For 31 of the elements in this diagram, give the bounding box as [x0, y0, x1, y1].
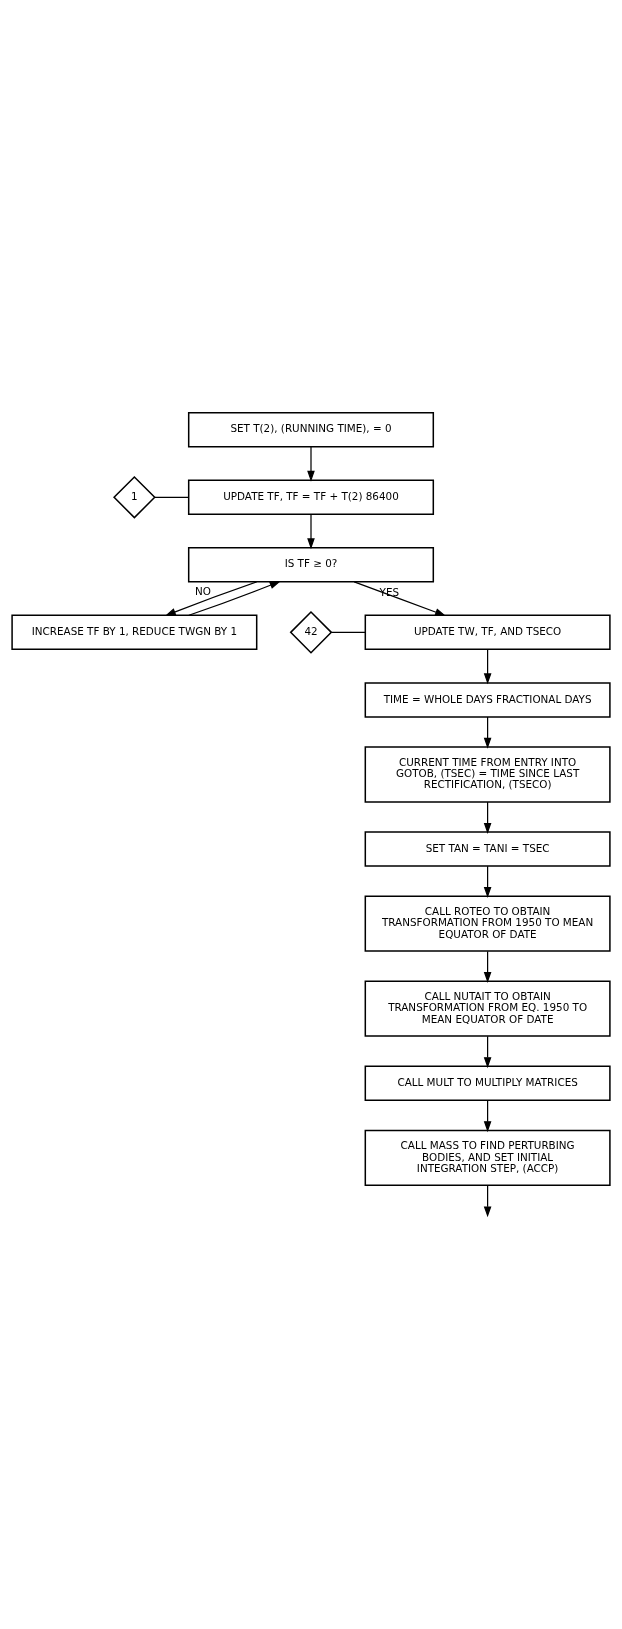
node-box: CALL NUTAIT TO OBTAIN TRANSFORMATION FROM EQ. 1950 TO MEAN EQUATOR OF DATE	[364, 980, 611, 1037]
arrow	[307, 513, 315, 550]
node-box: UPDATE TF, TF = TF + T(2) 86400	[187, 479, 435, 516]
arrow	[483, 1184, 492, 1218]
arrow	[483, 648, 492, 685]
edge-label: YES	[379, 585, 400, 598]
node-box: IS TF ≥ 0?	[187, 547, 435, 583]
node-diamond: 1	[113, 475, 156, 519]
node-box: CURRENT TIME FROM ENTRY INTO GOTOB, (TSEC) = TIME SINCE LAST RECTIFICATION, (TSECO)	[364, 746, 611, 803]
arrow	[188, 581, 281, 616]
node-box: CALL MASS TO FIND PERTURBING BODIES, AND SET INITIAL INTEGRATION STEP, (ACCP)	[364, 1129, 611, 1187]
node-box: INCREASE TF BY 1, REDUCE TWGN BY 1	[11, 614, 258, 651]
node-diamond: 42	[289, 611, 333, 654]
edge-label: NO	[195, 584, 211, 597]
node-box: SET T(2), (RUNNING TIME), = 0	[187, 412, 435, 448]
arrow	[307, 446, 315, 482]
arrow	[483, 801, 492, 834]
node-box: CALL ROTEO TO OBTAIN TRANSFORMATION FROM 1950 TO MEAN EQUATOR OF DATE	[364, 895, 611, 952]
arrow	[483, 1035, 492, 1069]
connector	[330, 631, 366, 633]
arrow	[483, 716, 492, 749]
node-box: SET TAN = TANI = TSEC	[364, 831, 611, 867]
arrow	[483, 950, 492, 983]
arrow	[164, 581, 258, 616]
arrow	[483, 1099, 492, 1133]
arrow	[483, 865, 492, 898]
arrow	[353, 581, 446, 616]
node-box: CALL MULT TO MULTIPLY MATRICES	[364, 1065, 611, 1102]
connector	[154, 496, 190, 498]
node-box: UPDATE TW, TF, AND TSECO	[364, 614, 611, 651]
node-box: TIME = WHOLE DAYS FRACTIONAL DAYS	[364, 682, 611, 718]
